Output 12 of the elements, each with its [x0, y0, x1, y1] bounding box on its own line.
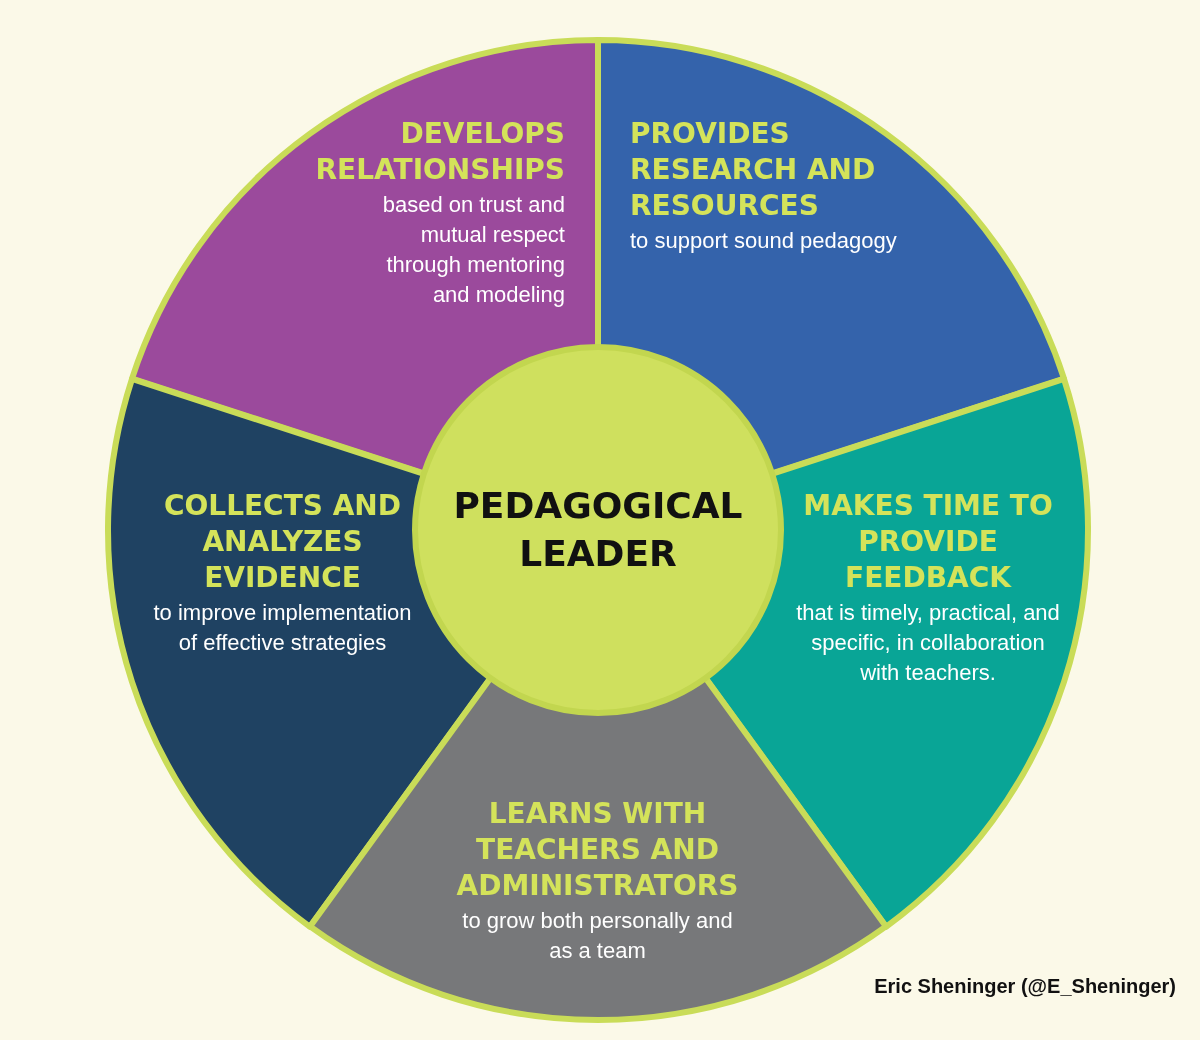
segment-heading: DEVELOPS RELATIONSHIPS — [314, 116, 565, 188]
segment-description: that is timely, practical, and specific, in collaboration with teachers. — [795, 599, 1061, 687]
segment-heading: LEARNS WITH TEACHERS AND ADMINISTRATORS — [455, 796, 740, 904]
segment-heading: COLLECTS AND ANALYZES EVIDENCE — [162, 488, 403, 596]
hub-title: PEDAGOGICAL LEADER — [452, 484, 744, 576]
segment-description: to grow both personally and as a team — [461, 907, 734, 965]
segment-description: to support sound pedagogy — [630, 227, 898, 255]
segment-description: based on trust and mutual respect through mentoring and modeling — [381, 191, 565, 309]
segment-heading: PROVIDES RESEARCH AND RESOURCES — [630, 116, 877, 224]
segment-description: to improve implementation of effective strategies — [152, 599, 413, 657]
credit-text: Eric Sheninger (@E_Sheninger) — [874, 975, 1176, 998]
segment-heading: MAKES TIME TO PROVIDE FEEDBACK — [802, 488, 1054, 596]
